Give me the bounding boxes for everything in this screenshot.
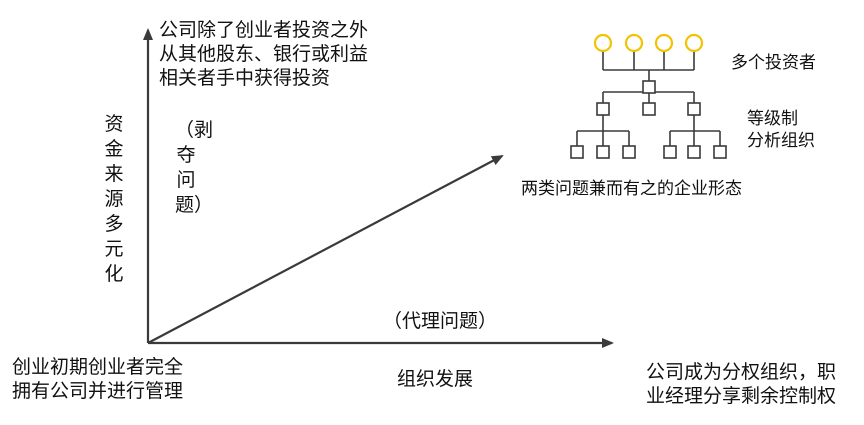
hierarchy-line: 分析组织 <box>747 131 815 151</box>
org-box-icon <box>622 145 636 159</box>
both-problems-label: 两类问题兼而有之的企业形态 <box>521 179 742 199</box>
org-box-icon <box>596 145 610 159</box>
investor-group <box>593 33 704 53</box>
top-left-line: 从其他股东、银行或利益 <box>159 43 369 65</box>
development-arrow <box>147 155 504 344</box>
bottom-left-line: 拥有公司并进行管理 <box>12 380 184 402</box>
org-box-icon <box>596 102 610 116</box>
org-box-icon <box>642 80 656 94</box>
bottom-left-description: 创业初期创业者完全 拥有公司并进行管理 <box>12 355 183 403</box>
org-box-icon <box>642 102 656 116</box>
org-tree-lines <box>576 52 721 146</box>
investor-circle-icon <box>624 33 644 53</box>
bottom-left-line: 创业初期创业者完全 <box>12 356 184 378</box>
investor-circle-icon <box>684 33 704 53</box>
hierarchy-label: 等级制 分析组织 <box>747 108 815 152</box>
org-box-icon <box>687 102 701 116</box>
investors-label: 多个投资者 <box>731 53 816 73</box>
org-boxes <box>570 80 727 159</box>
agency-problem-label: （代理问题） <box>383 310 498 332</box>
hierarchy-line: 等级制 <box>747 109 798 129</box>
top-left-line: 相关者手中获得投资 <box>159 67 331 89</box>
bottom-right-line: 公司成为分权组织，职 <box>646 361 837 383</box>
investor-circle-icon <box>593 33 613 53</box>
y-axis-label: 资金来源多元化 <box>104 113 124 285</box>
bottom-right-line: 业经理分享剩余控制权 <box>646 385 837 407</box>
top-left-line: 公司除了创业者投资之外 <box>159 19 369 41</box>
deprivation-problem-label: （剥夺问题） <box>175 119 214 216</box>
org-box-icon <box>713 145 727 159</box>
investor-circle-icon <box>654 33 674 53</box>
org-box-icon <box>663 145 677 159</box>
org-box-icon <box>687 145 701 159</box>
x-axis-label: 组织发展 <box>397 368 474 390</box>
top-left-description: 公司除了创业者投资之外 从其他股东、银行或利益 相关者手中获得投资 <box>159 18 368 90</box>
bottom-right-description: 公司成为分权组织，职 业经理分享剩余控制权 <box>646 360 836 408</box>
org-box-icon <box>570 145 584 159</box>
